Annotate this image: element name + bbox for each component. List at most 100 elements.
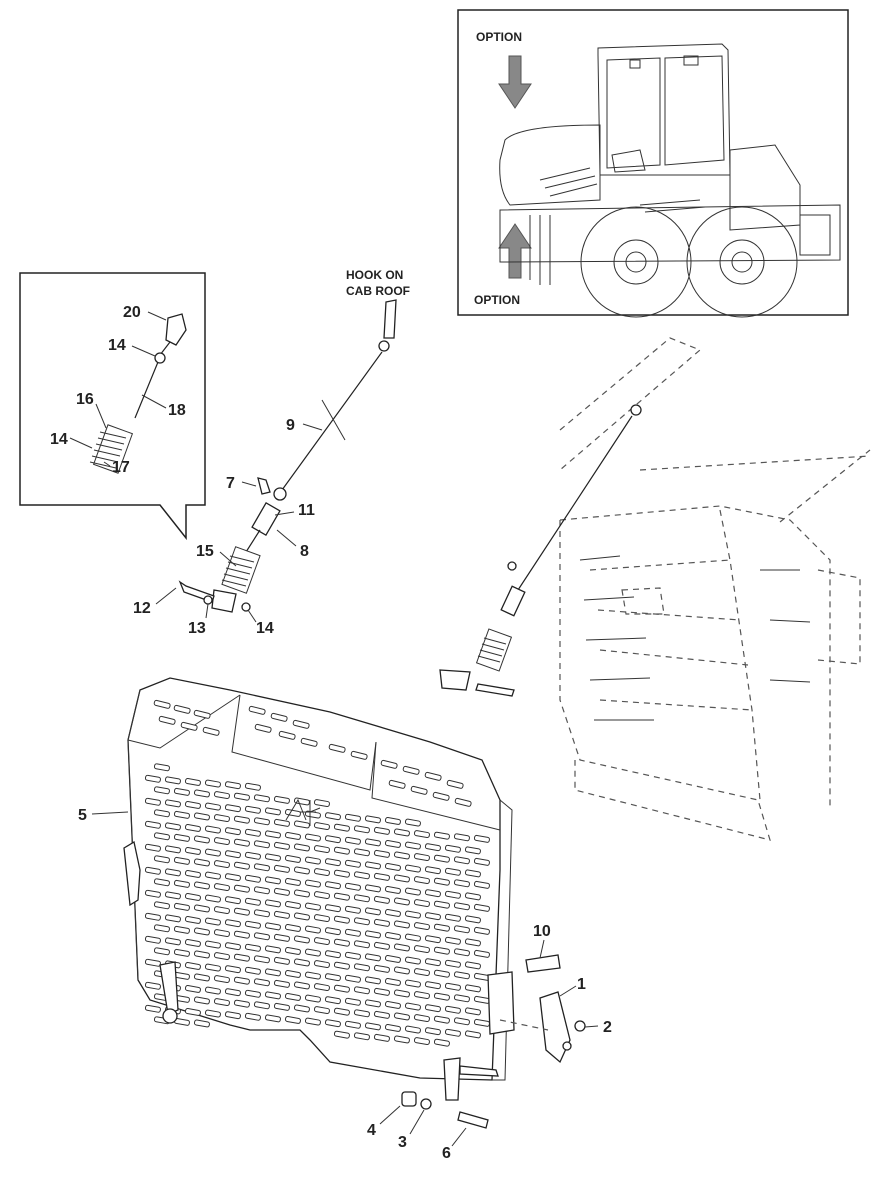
grille-slot [173, 902, 190, 911]
grille-slot [353, 848, 370, 857]
grille-slot [373, 964, 390, 973]
grille-slot [453, 1017, 470, 1026]
grille-slot [384, 1001, 401, 1009]
grille-slot [213, 860, 230, 869]
grille-slot [144, 843, 161, 852]
grille-slot [413, 853, 430, 862]
grille-slot [304, 879, 321, 888]
bottom-hardware [91, 811, 599, 1147]
grille-slot [404, 979, 421, 988]
grille-slot [193, 950, 210, 959]
grille-slot [313, 845, 330, 854]
grille-slot [413, 876, 430, 885]
grille-slot [193, 904, 210, 913]
grille-slot [193, 973, 210, 982]
grille-slot [292, 719, 310, 729]
grille-slot [254, 723, 272, 733]
grille-slot [353, 871, 370, 880]
grille-slot [144, 797, 161, 806]
grille-slot [293, 958, 310, 967]
grille-slot [464, 961, 481, 970]
grille-slot [224, 873, 241, 882]
forwarder-machine-drawing [499, 43, 841, 318]
grille-slot [304, 948, 321, 957]
grille-slot [264, 830, 281, 839]
grille-slot [313, 868, 330, 877]
callout-9: 9 [286, 417, 295, 434]
machine-inset: OPTION OPTION [457, 9, 849, 318]
grille-slot [144, 889, 161, 898]
grille-slot [304, 902, 321, 911]
grille-slot [173, 856, 190, 865]
grille-slot [446, 779, 464, 789]
grille-slot [233, 930, 250, 939]
grille-slot [173, 704, 191, 714]
grille-slot [384, 909, 401, 917]
grille-slot [424, 866, 441, 875]
grille-slot [393, 989, 410, 998]
grille-slot [184, 824, 201, 832]
grille-slot [284, 993, 301, 1001]
grille-slot [153, 832, 170, 841]
grille-slot [353, 917, 370, 926]
grille-slot [273, 818, 290, 827]
grille-slot [364, 815, 381, 824]
grille-slot [253, 794, 270, 803]
grille-slot [424, 1004, 441, 1013]
grille-slot [344, 997, 361, 1006]
hook-note-line2: CAB ROOF [346, 284, 410, 298]
grille-slot [224, 988, 241, 997]
grille-slot [153, 809, 170, 818]
grille-slot [193, 927, 210, 936]
grille-slot [173, 925, 190, 934]
grille-slot [164, 891, 181, 900]
grille-slot [213, 883, 230, 892]
grille-slot [464, 984, 481, 993]
grille-slot [248, 705, 266, 715]
callout-11: 11 [298, 502, 315, 519]
grille-slot [464, 938, 481, 947]
grille-slot [444, 867, 461, 876]
grille-slot [244, 828, 261, 837]
grille-slot [278, 730, 296, 740]
hook-note-line1: HOOK ON [346, 268, 403, 282]
grille-slot [244, 805, 261, 814]
grille-slot [384, 886, 401, 894]
grille-slot [164, 937, 181, 946]
grille-slot [164, 776, 181, 785]
grille-slot [384, 863, 401, 871]
grille-slot [473, 949, 490, 958]
grille-slot [244, 966, 261, 975]
grille-slot [324, 858, 341, 867]
grille-slot [353, 986, 370, 995]
installed-view [439, 337, 871, 841]
grille-slot [244, 782, 261, 791]
callouts: 1 2 3 4 5 6 7 8 9 10 11 12 13 14 15 [78, 417, 612, 1162]
grille-slot [344, 905, 361, 914]
grille-slot [284, 947, 301, 955]
grille-slot [244, 989, 261, 998]
grille-slot [324, 973, 341, 982]
callout-8: 8 [300, 543, 309, 560]
grille-slot [464, 846, 481, 855]
grille-slot [402, 765, 420, 775]
grille-slot [344, 974, 361, 983]
grille-slot [464, 1030, 481, 1039]
grille-slot [333, 915, 350, 924]
grille-slot [204, 963, 221, 972]
grille-slot [264, 1014, 281, 1023]
grille-slot [144, 935, 161, 944]
grille-slot [233, 861, 250, 870]
grille-slot [364, 838, 381, 847]
grille-slot [304, 856, 321, 865]
grille-slot [424, 771, 442, 781]
grille-slot [333, 892, 350, 901]
grille-slot [184, 870, 201, 878]
grille-slot [153, 699, 171, 709]
grille-slot [300, 737, 318, 747]
grille-slot [413, 945, 430, 954]
grille-slot [393, 897, 410, 906]
grille-slot [350, 750, 368, 760]
grille-slot [364, 907, 381, 916]
grille-slot [413, 1037, 430, 1046]
